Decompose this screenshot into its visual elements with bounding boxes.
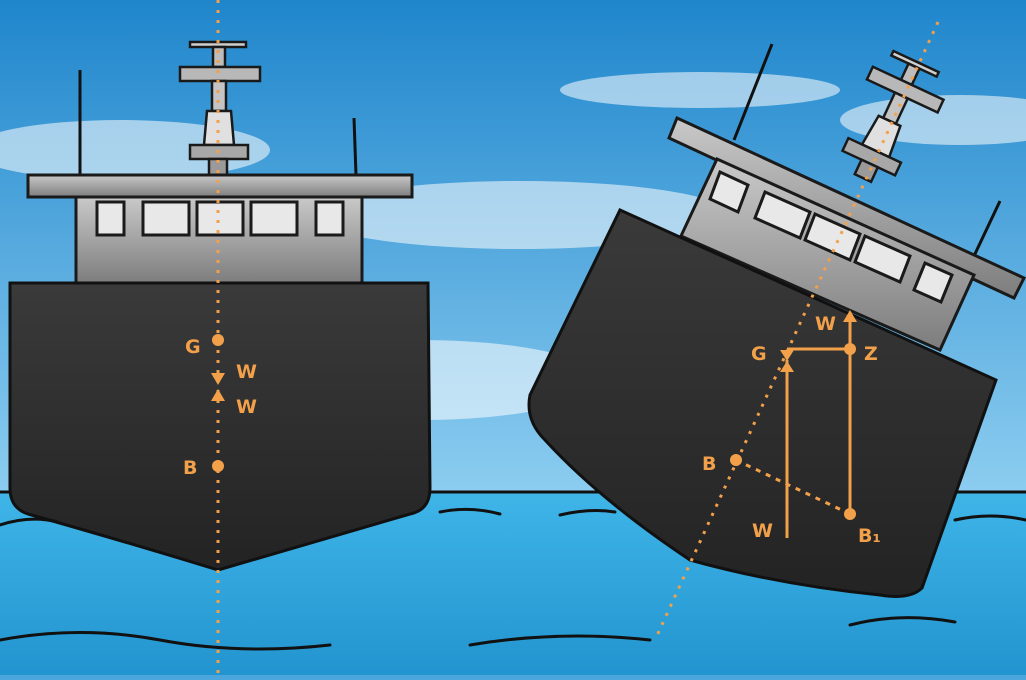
label-b-heeled: B: [702, 453, 716, 475]
label-b-upright: B: [183, 457, 197, 479]
label-w-down-heeled: W: [752, 520, 773, 542]
label-w-down-upright: W: [236, 361, 257, 383]
point-z: [844, 343, 856, 355]
point-b1: [844, 508, 856, 520]
deck-plate: [28, 175, 412, 197]
label-w-up-heeled: W: [815, 313, 836, 335]
label-g-upright: G: [185, 336, 201, 358]
point-b-heeled: [730, 454, 742, 466]
antenna-right: [354, 118, 356, 175]
hull: [10, 283, 430, 570]
point-g-upright: [212, 334, 224, 346]
point-b-upright: [212, 460, 224, 472]
label-z: Z: [864, 343, 878, 365]
label-w-up-upright: W: [236, 396, 257, 418]
label-b1: B₁: [858, 525, 881, 547]
label-g-heeled: G: [751, 343, 767, 365]
